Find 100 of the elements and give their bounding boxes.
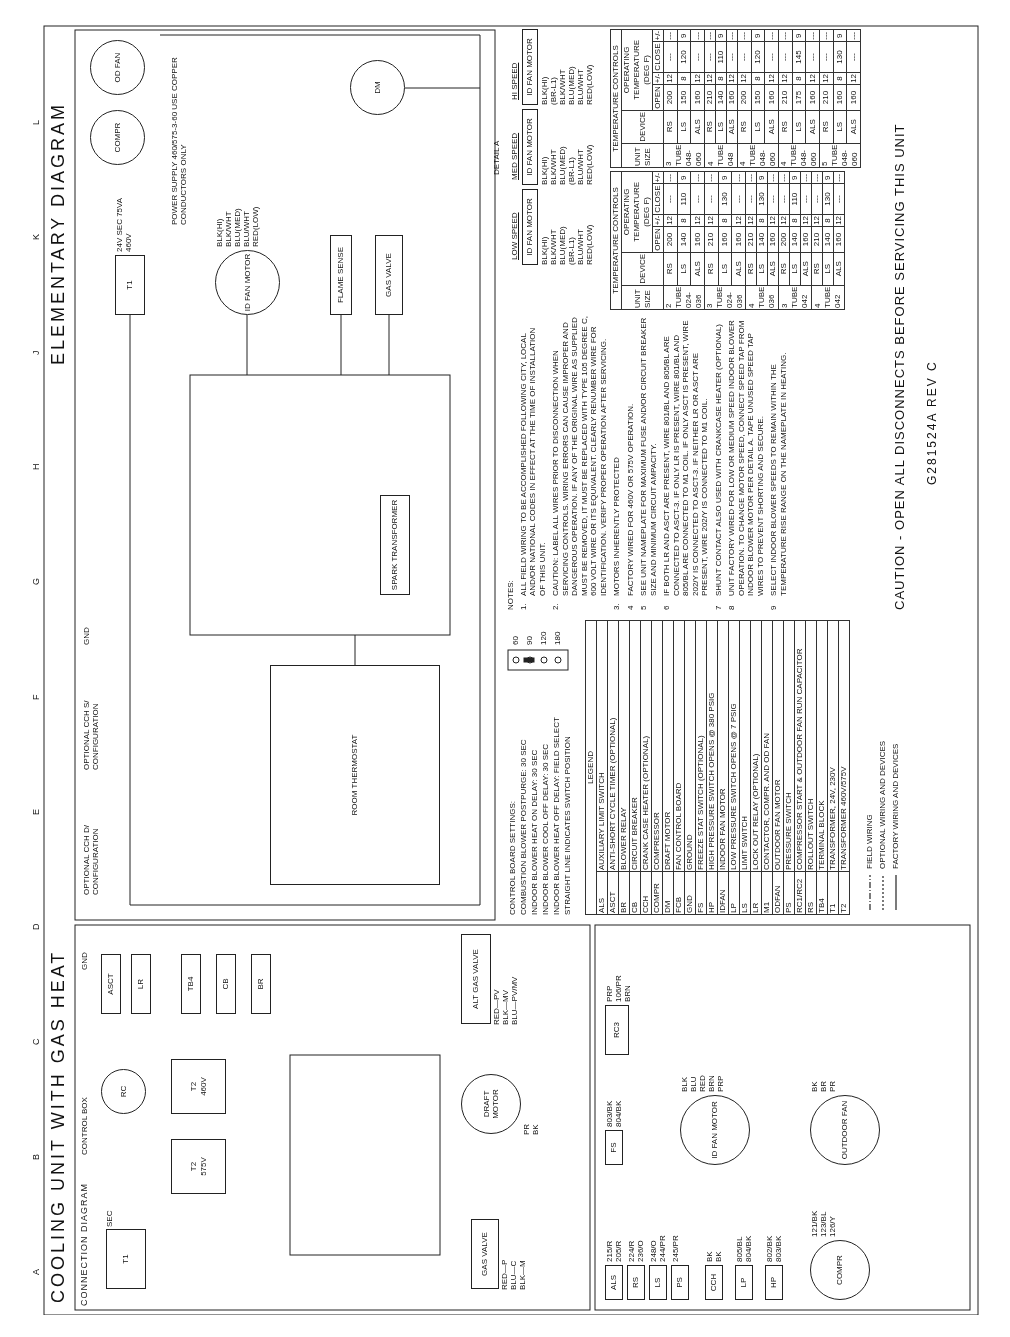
grid-reference-letter: F [31, 694, 41, 700]
table-cell: CRANK CASE HEATER (OPTIONAL) [640, 620, 652, 872]
table-cell: LS [715, 110, 727, 144]
wire-label: 24V SEC 75VA [115, 197, 124, 252]
table-cell: 12 [690, 214, 705, 227]
table-cell: LOCK OUT RELAY (OPTIONAL) [750, 620, 762, 872]
wire-label: 804/BK [614, 1100, 623, 1127]
table-cell: 3 TUBE 024-036 [704, 285, 746, 310]
wire-label: BLU/WHT [576, 229, 585, 265]
table-cell: FREEZE STAT SWITCH (OPTIONAL) [695, 620, 707, 872]
component-label: COMPR [835, 1255, 845, 1285]
table-cell: 160 [805, 84, 820, 111]
table-cell: --- [819, 29, 834, 42]
table-cell: 4 TUBE 036 [745, 285, 779, 310]
table-cell: TERMINAL BLOCK [816, 620, 828, 872]
wire-label: BLK/WHT [224, 211, 233, 247]
table-cell: GND [684, 871, 696, 915]
component-label: GAS VALVE [384, 253, 394, 297]
switch-position-label: 60 [511, 636, 520, 645]
table-cell: --- [704, 184, 719, 215]
wire-label: BLK—M [518, 1260, 527, 1290]
table-header: +/- [652, 29, 664, 42]
table-header: CLOSE [652, 42, 664, 73]
table-cell: --- [833, 184, 845, 215]
table-cell: 8 [756, 214, 768, 227]
table-cell: 150 [751, 84, 765, 111]
table-header: TEMPERATURE CONTROLS [610, 29, 622, 168]
table-cell: 160 [833, 226, 845, 253]
table-cell: 12 [745, 214, 757, 227]
wire-label: BLK(HI) [540, 76, 549, 105]
note-number: 3. [612, 602, 622, 610]
wire-label: 245/PR [671, 1235, 680, 1262]
table-cell: 110 [715, 42, 727, 73]
wire-label: BLK(HI) [215, 218, 224, 247]
component-note: GND [82, 626, 91, 645]
table-cell: 12 [778, 72, 793, 85]
wire-label: RED [698, 1075, 707, 1092]
table-cell: 110 [789, 184, 801, 215]
note-number: 5 [639, 604, 649, 610]
table-cell: LS [751, 110, 765, 144]
table-cell: 8 [833, 72, 847, 85]
note-text: SHUNT CONTACT ALSO USED WITH CRANKCASE HEATER (OPTIONAL) [713, 323, 723, 596]
table-cell: 210 [704, 226, 719, 253]
note-number: 1. [518, 602, 529, 610]
table-cell: 160 [726, 84, 738, 111]
table-cell: ALS [731, 252, 746, 286]
wire-label: SEC [105, 1210, 114, 1227]
table-cell: 12 [663, 72, 678, 85]
table-cell: ALS [846, 110, 861, 144]
table-cell: FCB [673, 871, 685, 915]
wire-label: (BR-L1) [549, 77, 558, 105]
wire-label: 121/BK [810, 1210, 819, 1237]
table-cell: ODFAN [772, 871, 784, 915]
wire-label: 248/O [649, 1240, 658, 1262]
wire-label: BK [705, 1251, 714, 1262]
settings-text: INDOOR BLOWER HEAT OFF DELAY: FIELD SELECT [552, 717, 561, 915]
table-cell: 12 [764, 72, 779, 85]
table-cell: COMPR [651, 871, 663, 915]
table-cell: 210 [811, 226, 823, 253]
table-cell: ROLLOUT SWITCH [805, 620, 817, 872]
table-cell: LS [833, 110, 847, 144]
wire-label: BK [810, 1081, 819, 1092]
wire-label: (BR-L1) [567, 237, 576, 265]
table-cell: 12 [778, 214, 790, 227]
table-cell: --- [778, 184, 790, 215]
table-cell: T2 [838, 871, 850, 915]
table-cell: 8 [822, 214, 834, 227]
settings-text: INDOOR BLOWER COOL OFF DELAY: 30 SEC [541, 743, 550, 915]
table-cell: 4 TUBE 048-060 [778, 143, 820, 168]
table-cell: CONTACTOR, COMPR. AND OD FAN [761, 620, 773, 872]
table-cell: --- [726, 42, 738, 73]
table-cell: --- [663, 42, 678, 73]
wire-label: BRN [623, 985, 632, 1002]
table-cell: 140 [789, 226, 801, 253]
settings-text: INDOOR BLOWER HEAT ON DELAY: 30 SEC [530, 749, 539, 915]
component-label: GAS VALVE [480, 1232, 490, 1276]
table-cell: LS [677, 252, 691, 286]
table-cell: DRAFT MOTOR [662, 620, 674, 872]
table-cell: LIMIT SWITCH [739, 620, 751, 872]
table-cell: RS [811, 252, 823, 286]
component-label: ID FAN MOTOR [525, 198, 535, 256]
table-cell: 9 [833, 29, 847, 42]
note-text: FACTORY WIRED FOR 460V OR 575V OPERATION. [625, 402, 635, 596]
table-cell: COMPRESSOR [651, 620, 663, 872]
wire-label: 802/BK [765, 1235, 774, 1262]
wire-label: (BR-L1) [567, 157, 576, 185]
table-cell: CCH [640, 871, 652, 915]
table-cell: --- [737, 42, 752, 73]
detail-heading: DETAIL A [492, 140, 501, 175]
table-header: TEMPERATURE CONTROLS [610, 171, 622, 310]
table-cell: 160 [833, 84, 847, 111]
table-cell: 130 [718, 184, 732, 215]
speed-heading: MED SPEED [510, 132, 519, 180]
component-label: SPARK TRANSFORMER [390, 499, 400, 591]
table-cell: --- [731, 184, 746, 215]
table-cell: 9 [756, 171, 768, 184]
table-cell: 210 [745, 226, 757, 253]
component-label: FLAME SENSE [336, 247, 346, 303]
wire-label: PR [828, 1080, 837, 1092]
component-label: BR [256, 978, 266, 990]
